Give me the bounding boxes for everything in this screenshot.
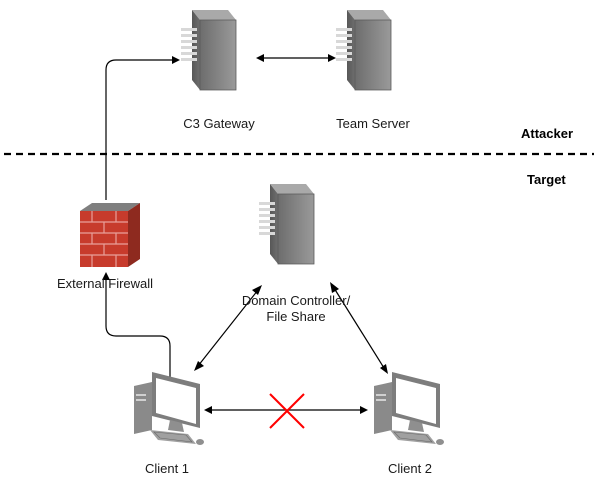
arrowhead <box>252 285 262 295</box>
arrowhead <box>360 406 368 414</box>
arrowhead <box>380 364 388 374</box>
workstation-icon <box>133 371 205 446</box>
arrowhead <box>330 282 339 293</box>
domain-controller-label-line1: Domain Controller/ <box>241 293 351 308</box>
arrowhead <box>172 56 180 64</box>
client2-label: Client 2 <box>387 461 433 476</box>
client1-to-firewall-connector <box>105 278 171 378</box>
firewall-icon <box>79 202 141 268</box>
arrowhead <box>256 54 264 62</box>
dc-client2-connector <box>333 287 385 369</box>
client1-label: Client 1 <box>144 461 190 476</box>
team-server-label: Team Server <box>336 116 410 131</box>
arrowhead <box>328 54 336 62</box>
workstation-icon <box>373 371 445 446</box>
red-x-icon <box>269 393 305 429</box>
arrowhead <box>102 272 110 280</box>
arrowhead <box>194 361 204 371</box>
arrowhead <box>204 406 212 414</box>
client1-dc-connector <box>197 289 259 367</box>
external-firewall-label: External Firewall <box>56 276 154 291</box>
zone-label-target: Target <box>527 172 566 187</box>
server-icon <box>258 183 315 265</box>
domain-controller-label-line2: File Share <box>266 309 326 324</box>
server-icon <box>335 9 392 91</box>
server-icon <box>180 9 237 91</box>
c3-gateway-label: C3 Gateway <box>183 116 255 131</box>
firewall-to-c3-connector <box>105 59 174 200</box>
zone-label-attacker: Attacker <box>521 126 574 141</box>
